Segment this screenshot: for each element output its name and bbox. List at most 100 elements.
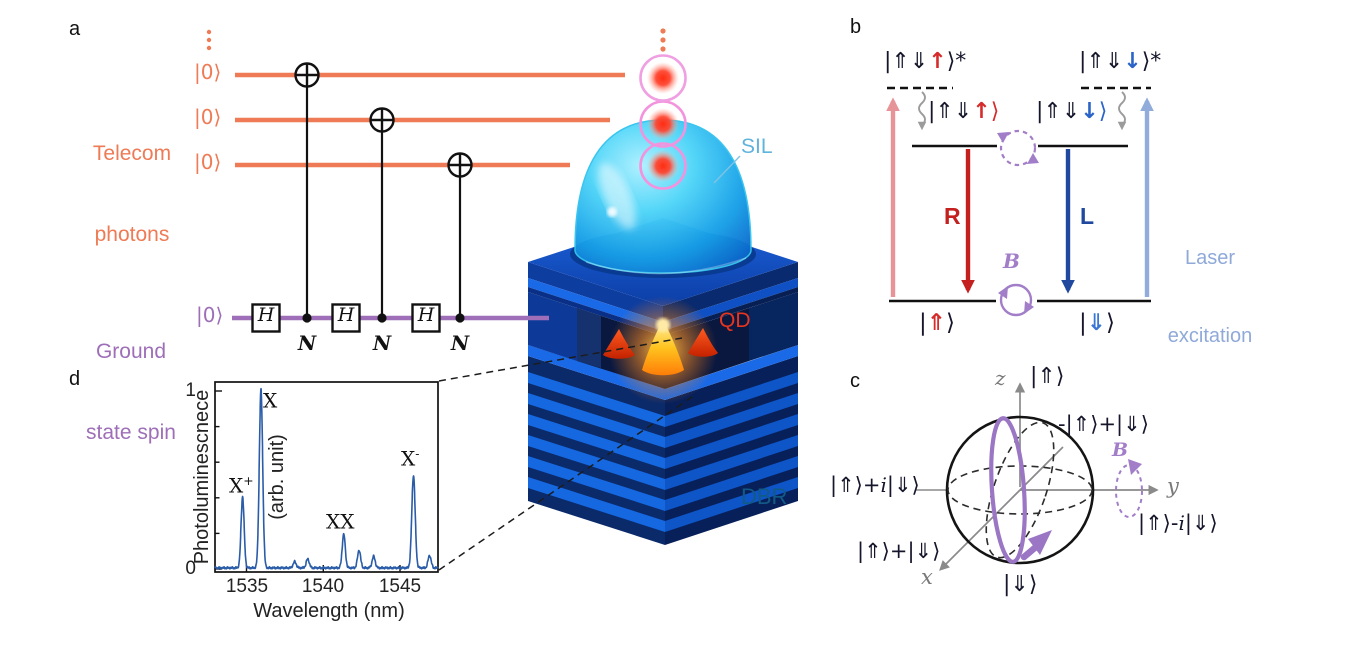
photon-icon [647,150,679,182]
state-excited-left: |⇑⇓↑⟩* [884,50,966,73]
state-plus-label: |⇑⟩+|⇓⟩ [857,539,941,563]
dbr-stripes-right [665,372,798,532]
ket-text: |⇑⟩+ [830,473,881,497]
sil-dome [574,119,752,274]
state-minus-i-label: |⇑⟩-i|⇓⟩ [1138,512,1218,534]
electron-down-arrow: ↓ [1080,99,1099,124]
plot-box [214,381,439,573]
panel-a-letter: a [69,18,81,40]
state-ground-left: |⇑⟩ [919,311,955,335]
state-excited-right: |⇑⇓↓⟩* [1079,50,1161,73]
b-field-label-levels: B [1003,249,1020,273]
sil-pointer-line [713,155,741,184]
qd-cone-center [642,320,684,376]
state-down-label: |⇓⟩ [1003,572,1038,597]
ellipsis-dots-photons [660,28,666,52]
peak-sup: - [415,446,420,461]
y-tick-1: 1 [185,380,196,401]
ellipsis-dots-wires [206,29,212,51]
ket-text: |⇓⟩ [1184,511,1218,535]
precession-circle-trion [997,129,1039,167]
control-dots [302,313,465,323]
peak-base: X [229,473,244,498]
ket-text: ⟩* [946,49,967,74]
peak-sup: + [243,473,254,488]
relaxation-wavy-arrow-right [1117,91,1127,131]
energy-level-diagram [886,86,1154,317]
cnot-control-lines [305,75,462,318]
ket0-wire3: |0⟩ [194,150,222,174]
y-axis-label: y [1167,474,1179,498]
photon-chain [639,28,687,190]
ket-text: | [1079,310,1087,336]
cavity-pillar-right [749,292,798,361]
peak-label-xx: XX [326,510,354,533]
ket-text: |⇑⇓ [928,99,973,124]
hadamard-gate-3: H [417,304,435,326]
precession-circle-ground [998,283,1034,317]
spectrum-plot [214,381,439,573]
panel-d-letter: d [69,368,81,390]
state-minus-label: -|⇑⟩+|⇓⟩ [1058,412,1149,436]
ground-line2: state spin [86,421,176,444]
electron-up-arrow: ↑ [972,99,991,124]
zoom-wedge-lines [438,337,693,571]
telecom-photons-label: Telecom photons [76,86,188,275]
ket-text: |⇓⟩ [886,473,920,497]
noise-channel-2: N [372,331,392,355]
ket0-wire2: |0⟩ [194,105,222,129]
x-tick-1535: 1535 [225,576,269,597]
ket0-spin-wire: |0⟩ [196,303,224,327]
r-polarization-label: R [944,203,961,229]
x-axis-label: x [921,565,933,589]
cnot-target-icons [294,62,473,178]
ket-text: ⟩ [946,310,956,336]
telecom-line2: photons [94,223,170,246]
sphere-outline [945,415,1095,565]
sil-label: SIL [741,135,773,158]
z-axis-label: z [995,366,1006,390]
ket-bracket: ⟩ [1098,99,1108,124]
state-plus-i-label: |⇑⟩+i|⇓⟩ [830,474,920,496]
b-field-label-bloch: B [1112,439,1129,461]
ket-text: |⇑⟩- [1138,511,1179,535]
bloch-vector-arrow [1020,530,1052,561]
electron-up-arrow: ↑ [928,49,947,74]
relaxation-wavy-arrow-left [917,91,927,131]
photon-wires [235,72,625,168]
ket-text: ⟩ [1106,310,1116,336]
imaginary-i: i [1178,511,1185,535]
ground-line1: Ground [95,340,167,363]
state-trion-right: |⇑⇓↓⟩ [1036,100,1107,123]
peak-base: X [401,446,416,471]
imaginary-i: i [880,473,887,497]
dbr-label: DBR [741,484,788,509]
quantum-circuit [206,29,625,333]
ket-text: |⇑⇓ [1079,49,1124,74]
laser-line1: Laser [1184,247,1236,269]
noise-channel-1: N [297,331,317,355]
x-axis [939,446,1064,571]
peak-base: XX [326,509,355,534]
qd-cone-right [688,328,718,357]
ket-text: | [919,310,927,336]
l-polarization-label: L [1080,203,1095,229]
panel-c-letter: c [850,370,860,392]
x-axis-title: Wavelength (nm) [253,600,405,622]
hadamard-gate-2: H [337,304,355,326]
dbr-stripes-left [528,372,665,532]
ket-bracket: ⟩ [990,99,1000,124]
ylabel-line1: Photoluminescnece [191,389,213,565]
photon-icon [647,62,679,94]
qd-label: QD [719,309,751,332]
y-tick-0: 0 [185,558,196,579]
laser-excitation-label: Laser excitation [1152,193,1268,375]
peak-label-x: X [263,389,277,412]
state-ground-right: |⇓⟩ [1079,311,1115,335]
hole-up-arrow: ⇑ [926,310,947,336]
rotation-great-circle [989,416,1027,564]
telecom-line1: Telecom [92,142,172,165]
ket-text: |⇑⇓ [1036,99,1081,124]
peak-label-x-plus: X+ [229,474,254,497]
